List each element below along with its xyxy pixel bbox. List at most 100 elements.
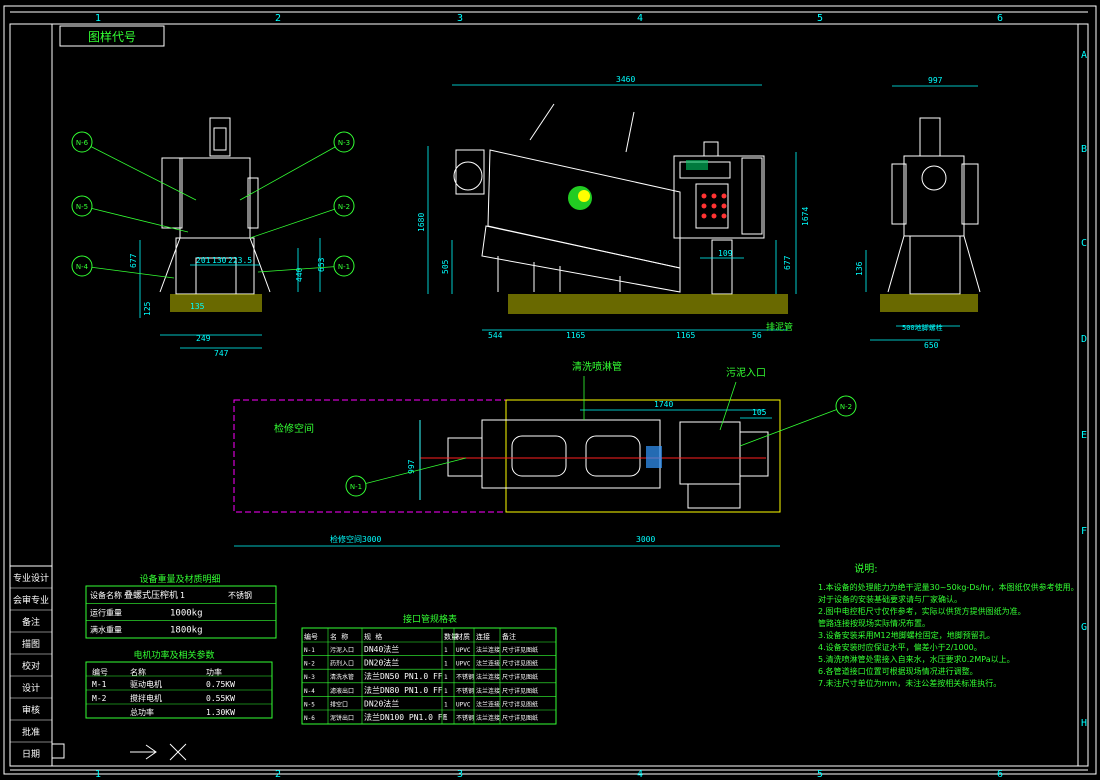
row-marker: E: [1081, 430, 1087, 441]
nozzle-table-cell: 不锈钢: [456, 687, 474, 695]
nozzle-table-cell: 法兰DN100 PN1.0 FF: [364, 712, 448, 722]
nozzle-table-cell: N-3: [304, 674, 315, 681]
plan-view: 1740 105 997 检修空间3000 3000 检修空间 清洗喷淋管 污泥…: [233, 360, 857, 547]
left-dim-125: 125: [143, 301, 152, 316]
row-marker: D: [1081, 334, 1087, 345]
nozzle-table-title: 接口管规格表: [403, 613, 457, 625]
plan-bubble-label: N-2: [840, 403, 852, 411]
nozzle-leader: [239, 141, 345, 201]
right-view: 997 136 650 500地脚螺栓: [855, 76, 981, 350]
front-dim-1674: 1674: [801, 207, 810, 226]
note-line: 7.未注尺寸单位为mm，未注公差按相关标准执行。: [818, 678, 1001, 688]
front-dim-677: 677: [783, 255, 792, 270]
plan-dim-105: 105: [752, 408, 767, 417]
motor-table-header: 编号: [92, 667, 108, 677]
column-marker-top: 5: [817, 13, 823, 24]
right-dim-997: 997: [928, 76, 943, 85]
column-marker-bottom: 1: [95, 769, 101, 780]
stamp-label: 备注: [22, 616, 40, 628]
label-feed: 污泥入口: [726, 366, 766, 379]
plan-bubble-label: N-1: [350, 483, 362, 491]
left-view: 677 125 249 747 135 201 130 223.5 440 65…: [71, 117, 355, 358]
motor-table-cell: 0.55KW: [206, 694, 235, 703]
column-marker-bottom: 6: [997, 769, 1003, 780]
plan-pipe-fitting: [646, 446, 662, 468]
label-outlet-pipe: 排泥管: [766, 321, 793, 333]
nozzle-table-cell: 污泥入口: [330, 646, 354, 654]
stamp-label: 校对: [22, 660, 40, 672]
nozzle-bubble-label: N-3: [338, 139, 350, 147]
nozzle-bubble: [71, 255, 93, 277]
nozzle-table-header: 名 称: [330, 632, 348, 641]
weight-table-cell: 运行重量: [90, 607, 122, 617]
nozzle-bubble: [71, 131, 93, 153]
label-maintenance: 检修空间: [274, 422, 314, 435]
left-foundation-hatch: [170, 294, 262, 312]
column-marker-top: 2: [275, 13, 281, 24]
nozzle-table-cell: 法兰连接: [476, 660, 500, 668]
nozzle-bubble-label: N-2: [338, 203, 350, 211]
nozzle-table-cell: 清洗水管: [330, 673, 354, 681]
left-dim-440: 440: [295, 267, 304, 282]
front-dim-109: 109: [718, 249, 733, 258]
plan-bubble: [345, 475, 367, 497]
nozzle-table-cell: N-6: [304, 715, 315, 722]
column-marker-bottom: 3: [457, 769, 463, 780]
nozzle-table-header: 备注: [502, 632, 516, 641]
weight-table-cell: 不锈钢: [228, 590, 252, 600]
note-line: 6.各管道接口位置可根据现场情况进行调整。: [818, 666, 978, 676]
nozzle-table-cell: 不锈钢: [456, 673, 474, 681]
nozzle-bubble: [333, 195, 355, 217]
maintenance-zone: [233, 399, 507, 513]
motor-table-cell: M-2: [92, 694, 107, 703]
control-panel-window: [686, 160, 708, 170]
column-marker-bottom: 2: [275, 769, 281, 780]
weight-table-cell: 1: [180, 591, 185, 600]
nozzle-table-frame: [301, 627, 557, 725]
control-buttons: [701, 193, 727, 219]
nozzle-table-cell: N-1: [304, 647, 315, 654]
stamp-label: 审核: [22, 704, 40, 716]
nozzle-bubble-label: N-5: [76, 203, 88, 211]
nozzle-leader: [257, 265, 345, 273]
nozzle-table-cell: 尺寸详见图纸: [502, 660, 538, 668]
title-box-label: 图样代号: [88, 29, 136, 44]
front-dim-1165b: 1165: [676, 331, 695, 340]
front-foundation-hatch: [508, 294, 788, 314]
nozzle-table-cell: 1: [444, 647, 448, 654]
nozzle-table-cell: 1: [444, 701, 448, 708]
plan-dim-right: 3000: [636, 535, 655, 544]
front-view: 3460 1680 505 1674 677 544 1165 1165 56 …: [417, 75, 810, 340]
stamp-label: 设计: [22, 682, 40, 694]
weight-table-cell: 1800kg: [170, 626, 203, 636]
note-line: 1.本设备的处理能力为绝干泥量30~50kg-Ds/hr，本图纸仅供参考使用。: [818, 582, 1079, 592]
nozzle-table-cell: 滤液出口: [330, 687, 354, 695]
weight-table-cell: 叠螺式压榨机: [124, 589, 178, 601]
note-line: 管路连接按现场实际情况布置。: [818, 618, 930, 628]
plan-leader: [355, 457, 467, 487]
nozzle-bubble-label: N-1: [338, 263, 350, 271]
left-dim-201: 201: [196, 256, 211, 265]
nozzle-table-cell: 尺寸详见图纸: [502, 714, 538, 722]
nozzle-table-cell: N-4: [304, 688, 315, 695]
weight-table-cell: 1000kg: [170, 608, 203, 618]
left-dim-223: 223.5: [228, 256, 252, 265]
right-dim-bolt: 500地脚螺栓: [902, 323, 943, 332]
row-marker: H: [1081, 718, 1087, 729]
nozzle-bubble: [71, 195, 93, 217]
row-marker: B: [1081, 144, 1087, 155]
nozzle-table-cell: N-2: [304, 661, 315, 668]
nozzle-table-cell: 排空口: [330, 700, 348, 708]
left-dim-130: 130: [212, 256, 227, 265]
right-dim-650: 650: [924, 341, 939, 350]
nozzle-table-cell: 法兰DN50 PN1.0 FF: [364, 671, 443, 681]
weight-table-cell: 设备名称: [90, 590, 122, 600]
nozzle-table-cell: 法兰DN80 PN1.0 FF: [364, 685, 443, 695]
note-line: 5.清洗喷淋管处需接入自来水，水压要求0.2MPa以上。: [818, 654, 1015, 664]
nozzle-table-cell: 不锈钢: [456, 714, 474, 722]
